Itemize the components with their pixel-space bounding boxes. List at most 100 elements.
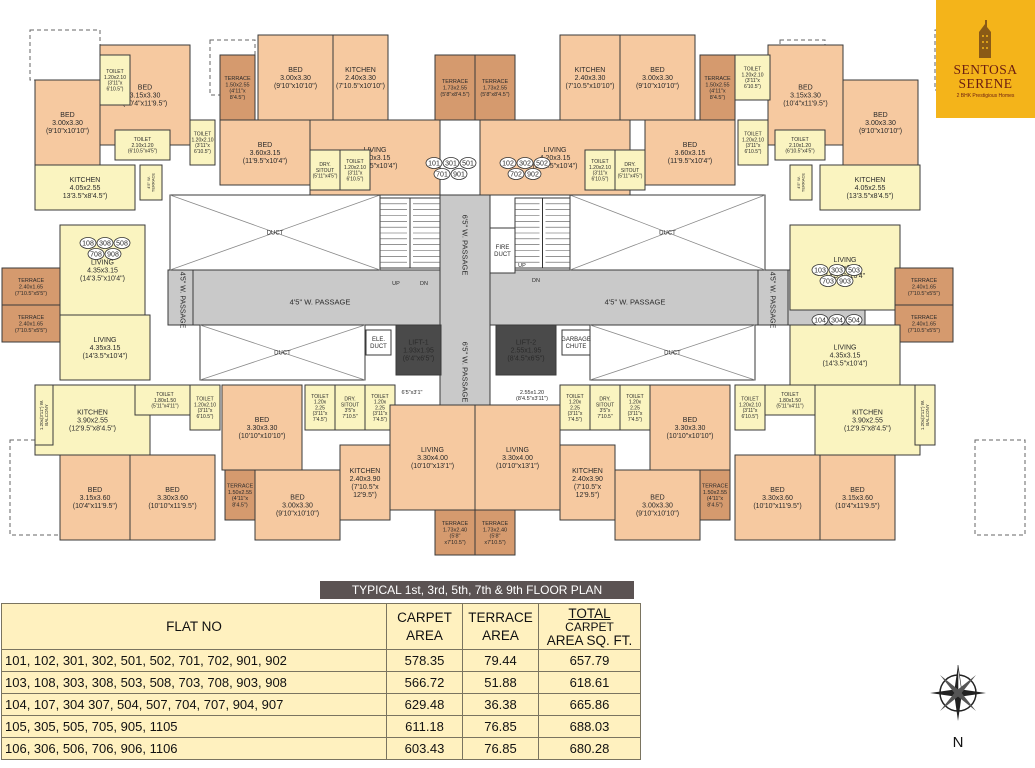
svg-text:TERRACE: TERRACE bbox=[227, 483, 254, 489]
svg-text:KITCHEN: KITCHEN bbox=[575, 67, 606, 74]
svg-text:TERRACE: TERRACE bbox=[702, 483, 729, 489]
carpet-area-cell: 566.72 bbox=[386, 671, 463, 694]
svg-text:(8'4.5"x3'11"): (8'4.5"x3'11") bbox=[516, 396, 548, 402]
ele-duct-label: ELE.DUCT bbox=[370, 337, 387, 350]
svg-text:2.55x1.20: 2.55x1.20 bbox=[520, 390, 544, 396]
svg-text:ELE.: ELE. bbox=[372, 337, 385, 343]
svg-text:1.80x1.50: 1.80x1.50 bbox=[779, 398, 801, 404]
svg-text:(5'8": (5'8" bbox=[450, 534, 461, 540]
header-flat-no: FLAT NO bbox=[1, 603, 387, 650]
terrace-right-lower bbox=[894, 304, 954, 343]
svg-text:TOILET: TOILET bbox=[156, 392, 173, 398]
svg-text:3.15x3.60: 3.15x3.60 bbox=[842, 495, 873, 502]
svg-text:6'10.5"): 6'10.5") bbox=[197, 414, 214, 420]
svg-text:6'10.5"): 6'10.5") bbox=[194, 149, 211, 155]
svg-text:(5'8"x8'4.5"): (5'8"x8'4.5") bbox=[480, 92, 509, 98]
svg-text:308: 308 bbox=[99, 241, 111, 248]
svg-text:1.20x: 1.20x bbox=[569, 400, 582, 406]
svg-text:1.73x2.40: 1.73x2.40 bbox=[483, 527, 507, 533]
total-area-cell: 657.79 bbox=[538, 649, 641, 672]
terrace-top-right bbox=[474, 54, 516, 121]
svg-text:8'4.5"): 8'4.5") bbox=[232, 502, 248, 508]
svg-text:TOILET: TOILET bbox=[744, 132, 761, 138]
lift-1-label: LIFT-11.93x1.95 (6'4"x6'5") bbox=[403, 339, 434, 362]
svg-text:TOILET: TOILET bbox=[781, 392, 798, 398]
svg-text:TERRACE: TERRACE bbox=[18, 315, 45, 321]
passage-center-lower-label: 6'5" W. PASSAGE bbox=[460, 342, 469, 403]
svg-text:1.20x2.10: 1.20x2.10 bbox=[192, 137, 214, 143]
svg-text:3.00x3.30: 3.00x3.30 bbox=[52, 120, 83, 127]
svg-text:BED: BED bbox=[138, 84, 152, 91]
svg-text:3.00x3.30: 3.00x3.30 bbox=[282, 502, 313, 509]
dry-sitout-top-right bbox=[614, 149, 646, 191]
svg-text:TOILET: TOILET bbox=[626, 394, 643, 400]
svg-text:BED: BED bbox=[873, 112, 887, 119]
svg-text:(3'11"x: (3'11"x bbox=[373, 411, 388, 417]
svg-text:LIVING: LIVING bbox=[364, 147, 387, 154]
svg-text:4'5" W. PASSAGE: 4'5" W. PASSAGE bbox=[769, 272, 776, 329]
bed-bottom-left-1 bbox=[59, 454, 131, 541]
svg-text:TOILET: TOILET bbox=[591, 159, 608, 165]
passage-right-label: 4'5" W. PASSAGE bbox=[605, 298, 666, 307]
svg-text:(12'9.5"x8'4.5"): (12'9.5"x8'4.5") bbox=[69, 426, 116, 433]
svg-text:302: 302 bbox=[519, 161, 531, 168]
svg-text:(10'10"x10'10"): (10'10"x10'10") bbox=[239, 433, 286, 440]
svg-text:101: 101 bbox=[428, 161, 440, 168]
svg-text:1.93x1.95: 1.93x1.95 bbox=[403, 347, 434, 354]
svg-text:2.25: 2.25 bbox=[375, 405, 385, 411]
svg-text:(3'11"x: (3'11"x bbox=[108, 81, 123, 87]
svg-text:BED: BED bbox=[288, 67, 302, 74]
svg-text:LIFT-1: LIFT-1 bbox=[408, 339, 428, 346]
svg-text:2.40x1.65: 2.40x1.65 bbox=[19, 321, 43, 327]
svg-text:1.50x2.55: 1.50x2.55 bbox=[225, 82, 249, 88]
living-bottom-right bbox=[474, 404, 561, 511]
table-row: 104, 107, 304 307, 504, 507, 704, 707, 9… bbox=[1, 693, 641, 716]
svg-text:2.40x1.65: 2.40x1.65 bbox=[19, 284, 43, 290]
svg-text:1.50x2.55: 1.50x2.55 bbox=[705, 82, 729, 88]
svg-text:TERRACE: TERRACE bbox=[801, 173, 806, 192]
side-passage-right bbox=[757, 269, 789, 326]
svg-text:4.05x2.55: 4.05x2.55 bbox=[855, 185, 886, 192]
lobby-right-label: 2.55x1.20(8'4.5"x3'11") bbox=[516, 390, 548, 402]
svg-text:(6'4"x6'5"): (6'4"x6'5") bbox=[403, 356, 434, 363]
svg-text:x7'10.5"): x7'10.5") bbox=[484, 540, 506, 546]
svg-text:2.40x1.65: 2.40x1.65 bbox=[912, 321, 936, 327]
svg-text:502: 502 bbox=[536, 161, 548, 168]
svg-text:TERRACE: TERRACE bbox=[911, 315, 938, 321]
side-terrace-right bbox=[789, 164, 813, 201]
svg-text:DN: DN bbox=[420, 281, 428, 287]
terrace-bottom-right bbox=[474, 509, 516, 556]
total-area-cell: 618.61 bbox=[538, 671, 641, 694]
svg-text:LIVING: LIVING bbox=[91, 259, 114, 266]
svg-text:8'4.5"): 8'4.5") bbox=[707, 502, 723, 508]
svg-text:2.10x1.20: 2.10x1.20 bbox=[132, 143, 154, 149]
toilet-bottom-left-1 bbox=[134, 384, 196, 416]
svg-text:6'10.5"): 6'10.5") bbox=[592, 176, 609, 182]
svg-text:1.20x2.10: 1.20x2.10 bbox=[104, 75, 126, 81]
svg-text:UP: UP bbox=[518, 263, 526, 269]
svg-text:3.15x3.30: 3.15x3.30 bbox=[790, 92, 821, 99]
svg-text:(5'11"x4'11"): (5'11"x4'11") bbox=[776, 404, 804, 410]
svg-text:TOILET: TOILET bbox=[791, 137, 808, 143]
svg-text:3.30x3.60: 3.30x3.60 bbox=[762, 495, 793, 502]
svg-text:(4'11"x: (4'11"x bbox=[707, 496, 724, 502]
